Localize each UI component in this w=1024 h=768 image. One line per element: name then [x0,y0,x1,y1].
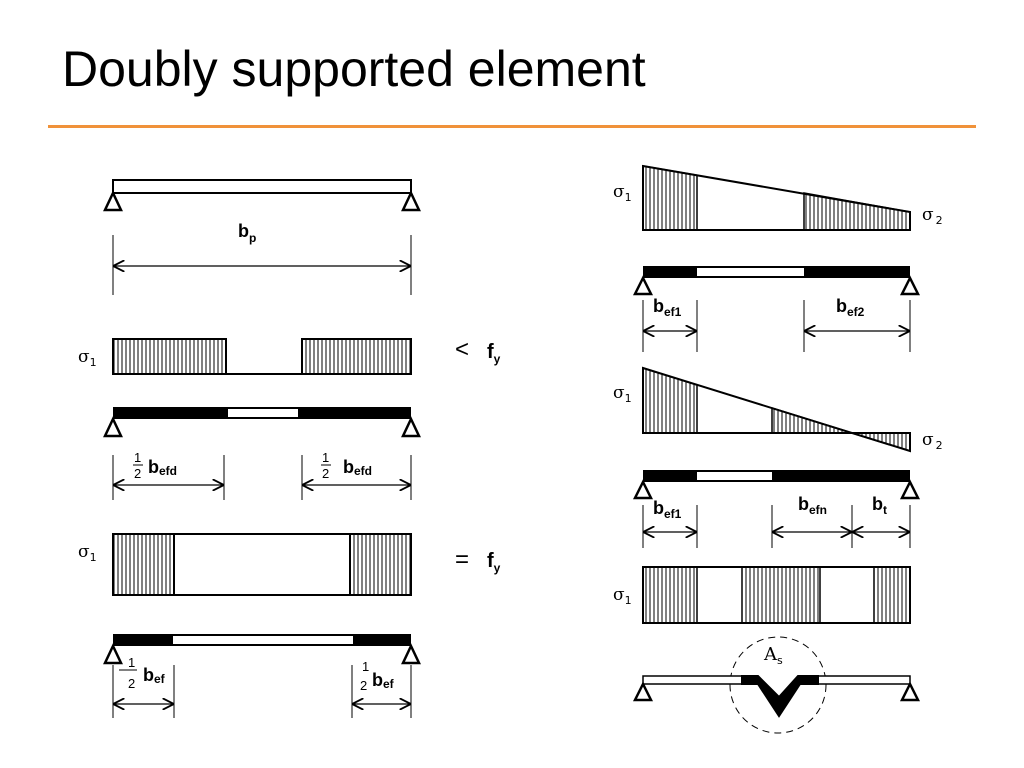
support-icon [401,190,421,212]
label-bp: bp [238,221,256,245]
support-icon [899,681,921,702]
label-bef1: bef1 [653,296,682,319]
label-sigma1: σ1 [78,347,97,369]
label-fy: fy [487,550,501,575]
label-bef1: bef1 [653,498,682,521]
label-As: As [763,644,783,667]
svg-text:1: 1 [322,450,329,465]
support-icon [103,643,123,665]
label-equals: = [455,546,469,573]
label-sigma1: σ1 [613,585,632,607]
label-bt: bt [872,494,887,517]
label-half-befd-right: 1 2 befd [321,450,372,481]
plate-bef1-bef2: bef1 bef2 [632,266,921,352]
stress-diagram-at-yield: σ1 = fy [78,533,501,596]
plate-bef1-befn-bt: bef1 befn bt [632,470,921,548]
label-befn: befn [798,494,827,517]
stiffener-detail-circle [729,636,827,734]
label-half-bef-right: 1 2 bef [360,659,395,693]
svg-text:befd: befd [148,457,177,478]
label-sigma1: σ1 [613,383,632,405]
support-icon [899,275,921,296]
svg-text:2: 2 [360,678,367,693]
support-icon [401,416,421,438]
label-fy: fy [487,341,501,366]
support-icon [103,416,123,438]
svg-text:bef: bef [372,670,395,691]
label-sigma1: σ1 [613,182,632,204]
label-half-bef-left: 1 2 bef [119,655,166,691]
plate-effective-width: 1 2 befd 1 2 befd [103,407,421,500]
svg-text:bef: bef [143,665,166,686]
svg-text:2: 2 [322,466,329,481]
svg-text:2: 2 [134,466,141,481]
title-underline [48,125,976,128]
stress-diagram-stiffened: σ1 [613,566,911,624]
plate-with-stiffener: As [632,636,921,734]
stiffener-profile [741,675,819,718]
slide-title: Doubly supported element [62,41,646,97]
svg-text:1: 1 [128,655,135,670]
stress-diagram-below-yield: σ1 < fy [78,336,501,375]
svg-text:befd: befd [343,457,372,478]
support-icon [632,275,654,296]
support-icon [632,479,654,500]
support-icon [899,479,921,500]
support-icon [632,681,654,702]
label-half-befd-left: 1 2 befd [133,450,177,481]
svg-text:2: 2 [128,676,135,691]
label-bef2: bef2 [836,296,865,319]
svg-text:1: 1 [134,450,141,465]
support-icon [401,643,421,665]
label-less-than: < [455,336,469,363]
support-icon [103,190,123,212]
plate-effective-width-yield: 1 2 bef 1 2 bef [103,634,421,718]
label-sigma1: σ1 [78,542,97,564]
svg-text:1: 1 [362,659,369,674]
plate-gross-width: bp [103,179,421,295]
